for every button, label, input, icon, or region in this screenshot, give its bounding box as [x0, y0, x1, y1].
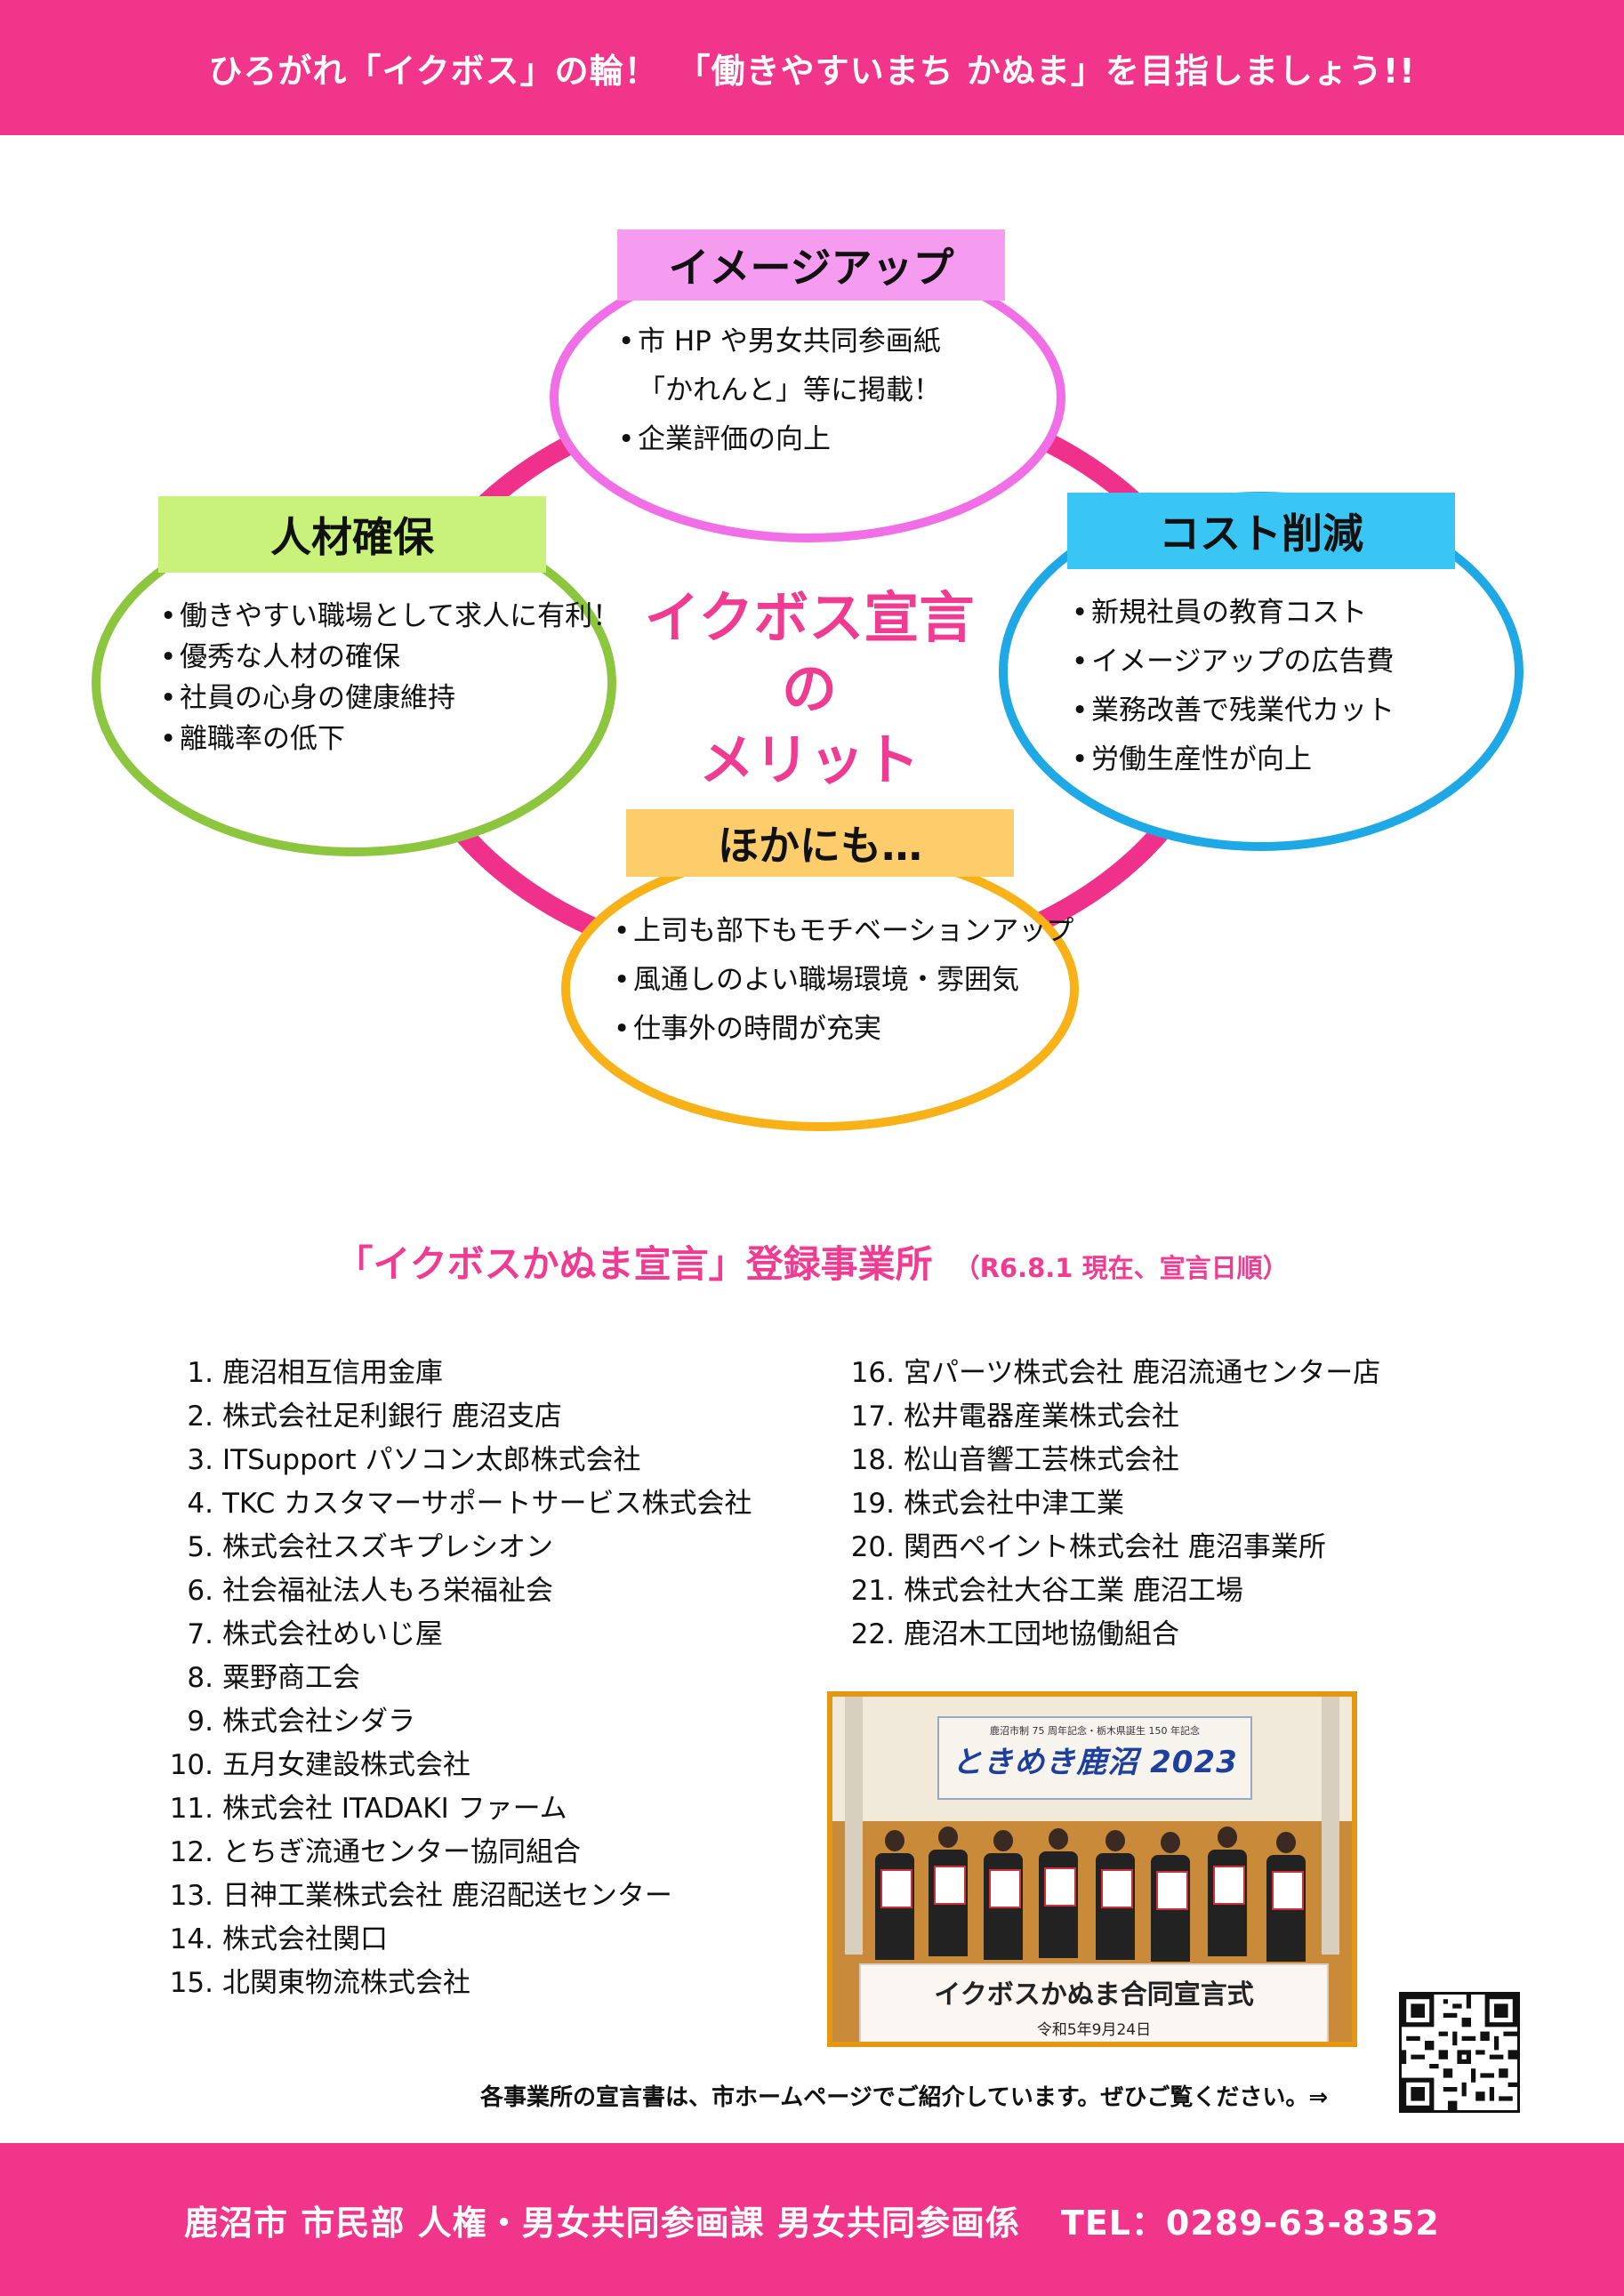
list-item: 20.関西ペイント株式会社 鹿沼事業所: [850, 1531, 1326, 1563]
company-list-right: 16.宮パーツ株式会社 鹿沼流通センター店 17.松井電器産業株式会社 18.松…: [827, 1352, 1381, 1657]
person: [1096, 1830, 1135, 1960]
list-item: イメージアップの広告費: [1072, 638, 1395, 686]
list-item: 16.宮パーツ株式会社 鹿沼流通センター店: [850, 1357, 1381, 1389]
list-item: 5.株式会社スズキプレシオン: [187, 1531, 553, 1563]
list-item: 「かれんと」等に掲載！: [638, 374, 941, 406]
list-item: 4.TKC カスタマーサポートサービス株式会社: [187, 1488, 752, 1520]
person: [929, 1826, 968, 1956]
list-item: 企業評価の向上: [618, 415, 941, 464]
list-item: 10.五月女建設株式会社: [169, 1749, 470, 1781]
header-banner: ひろがれ「イクボス」の輪！ 「働きやすいまち かぬま」を目指しましょう!!: [0, 0, 1624, 135]
list-item: 8.粟野商工会: [187, 1662, 360, 1694]
footer-banner: 鹿沼市 市民部 人権・男女共同参画課 男女共同参画係 TEL：0289-63-8…: [0, 2143, 1624, 2296]
list-item: 15.北関東物流株式会社: [169, 1967, 470, 1999]
company-list-left: 1.鹿沼相互信用金庫 2.株式会社足利銀行 鹿沼支店 3.ITSupport パ…: [151, 1352, 752, 2005]
image-up-bullets: 市 HP や男女共同参画紙 「かれんと」等に掲載！ 企業評価の向上: [618, 317, 941, 464]
person: [984, 1830, 1023, 1960]
list-item: 12.とちぎ流通センター協同組合: [169, 1836, 581, 1868]
list-item: 13.日神工業株式会社 鹿沼配送センター: [169, 1880, 672, 1912]
ceremony-photo: 鹿沼市制 75 周年記念・栃木県誕生 150 年記念 ときめき鹿沼 2023 イ…: [827, 1691, 1357, 2047]
list-item: 2.株式会社足利銀行 鹿沼支店: [187, 1401, 562, 1433]
slogan: ひろがれ「イクボス」の輪！ 「働きやすいまち かぬま」を目指しましょう!!: [208, 51, 1416, 91]
image-up-label: イメージアップ: [617, 229, 1005, 301]
list-item: 7.株式会社めいじ屋: [187, 1618, 443, 1650]
person: [875, 1830, 914, 1960]
qr-code-icon: [1402, 1995, 1517, 2110]
center-title: イクボス宣言 の メリット: [644, 585, 975, 792]
others-label: ほかにも…: [626, 809, 1014, 877]
list-item: 新規社員の教育コスト: [1072, 589, 1395, 638]
qr-code[interactable]: [1399, 1992, 1520, 2113]
list-item: 離職率の低下: [160, 719, 620, 759]
list-item: 風通しのよい職場環境・雰囲気: [614, 956, 1073, 1005]
footer-dept: 鹿沼市 市民部 人権・男女共同参画課 男女共同参画係: [184, 2203, 1020, 2243]
list-item: 21.株式会社大谷工業 鹿沼工場: [850, 1575, 1243, 1607]
list-item: 6.社会福祉法人もろ栄福祉会: [187, 1575, 553, 1607]
list-item: 市 HP や男女共同参画紙: [618, 317, 941, 366]
list-item: 19.株式会社中津工業: [850, 1488, 1124, 1520]
list-item: 9.株式会社シダラ: [187, 1706, 415, 1738]
list-item: 上司も部下もモチベーションアップ: [614, 907, 1073, 956]
person: [1151, 1832, 1190, 1962]
list-item: 優秀な人材の確保: [160, 637, 620, 678]
ceremony-sign: イクボスかぬま合同宣言式 令和5年9月24日: [859, 1963, 1329, 2042]
list-item: 社員の心身の健康維持: [160, 678, 620, 719]
list-item: 3.ITSupport パソコン太郎株式会社: [187, 1444, 641, 1476]
others-bullets: 上司も部下もモチベーションアップ 風通しのよい職場環境・雰囲気 仕事外の時間が充…: [614, 907, 1073, 1054]
person: [1208, 1826, 1247, 1956]
event-banner: 鹿沼市制 75 周年記念・栃木県誕生 150 年記念 ときめき鹿沼 2023: [937, 1716, 1252, 1800]
list-item: 22.鹿沼木工団地協働組合: [850, 1618, 1179, 1650]
talent-bullets: 働きやすい職場として求人に有利！ 優秀な人材の確保 社員の心身の健康維持 離職率…: [160, 596, 620, 759]
registry-heading: 「イクボスかぬま宣言」登録事業所（R6.8.1 現在、宣言日順）: [335, 1242, 1289, 1286]
cost-bullets: 新規社員の教育コスト イメージアップの広告費 業務改善で残業代カット 労働生産性…: [1072, 589, 1395, 784]
list-item: 仕事外の時間が充実: [614, 1005, 1073, 1054]
footer-tel: TEL：0289-63-8352: [1060, 2203, 1440, 2243]
list-item: 18.松山音響工芸株式会社: [850, 1444, 1179, 1476]
homepage-note: 各事業所の宣言書は、市ホームページでご紹介しています。ぜひご覧ください。⇒: [480, 2084, 1329, 2111]
list-item: 14.株式会社関口: [169, 1923, 388, 1955]
list-item: 1.鹿沼相互信用金庫: [187, 1357, 443, 1389]
list-item: 労働生産性が向上: [1072, 735, 1395, 784]
list-item: 17.松井電器産業株式会社: [850, 1401, 1179, 1433]
list-item: 11.株式会社 ITADAKI ファーム: [169, 1793, 567, 1825]
list-item: 働きやすい職場として求人に有利！: [160, 596, 620, 637]
cost-label: コスト削減: [1067, 493, 1455, 569]
person: [1266, 1832, 1306, 1962]
list-item: 業務改善で残業代カット: [1072, 686, 1395, 735]
person: [1039, 1828, 1078, 1958]
talent-label: 人材確保: [158, 496, 546, 573]
